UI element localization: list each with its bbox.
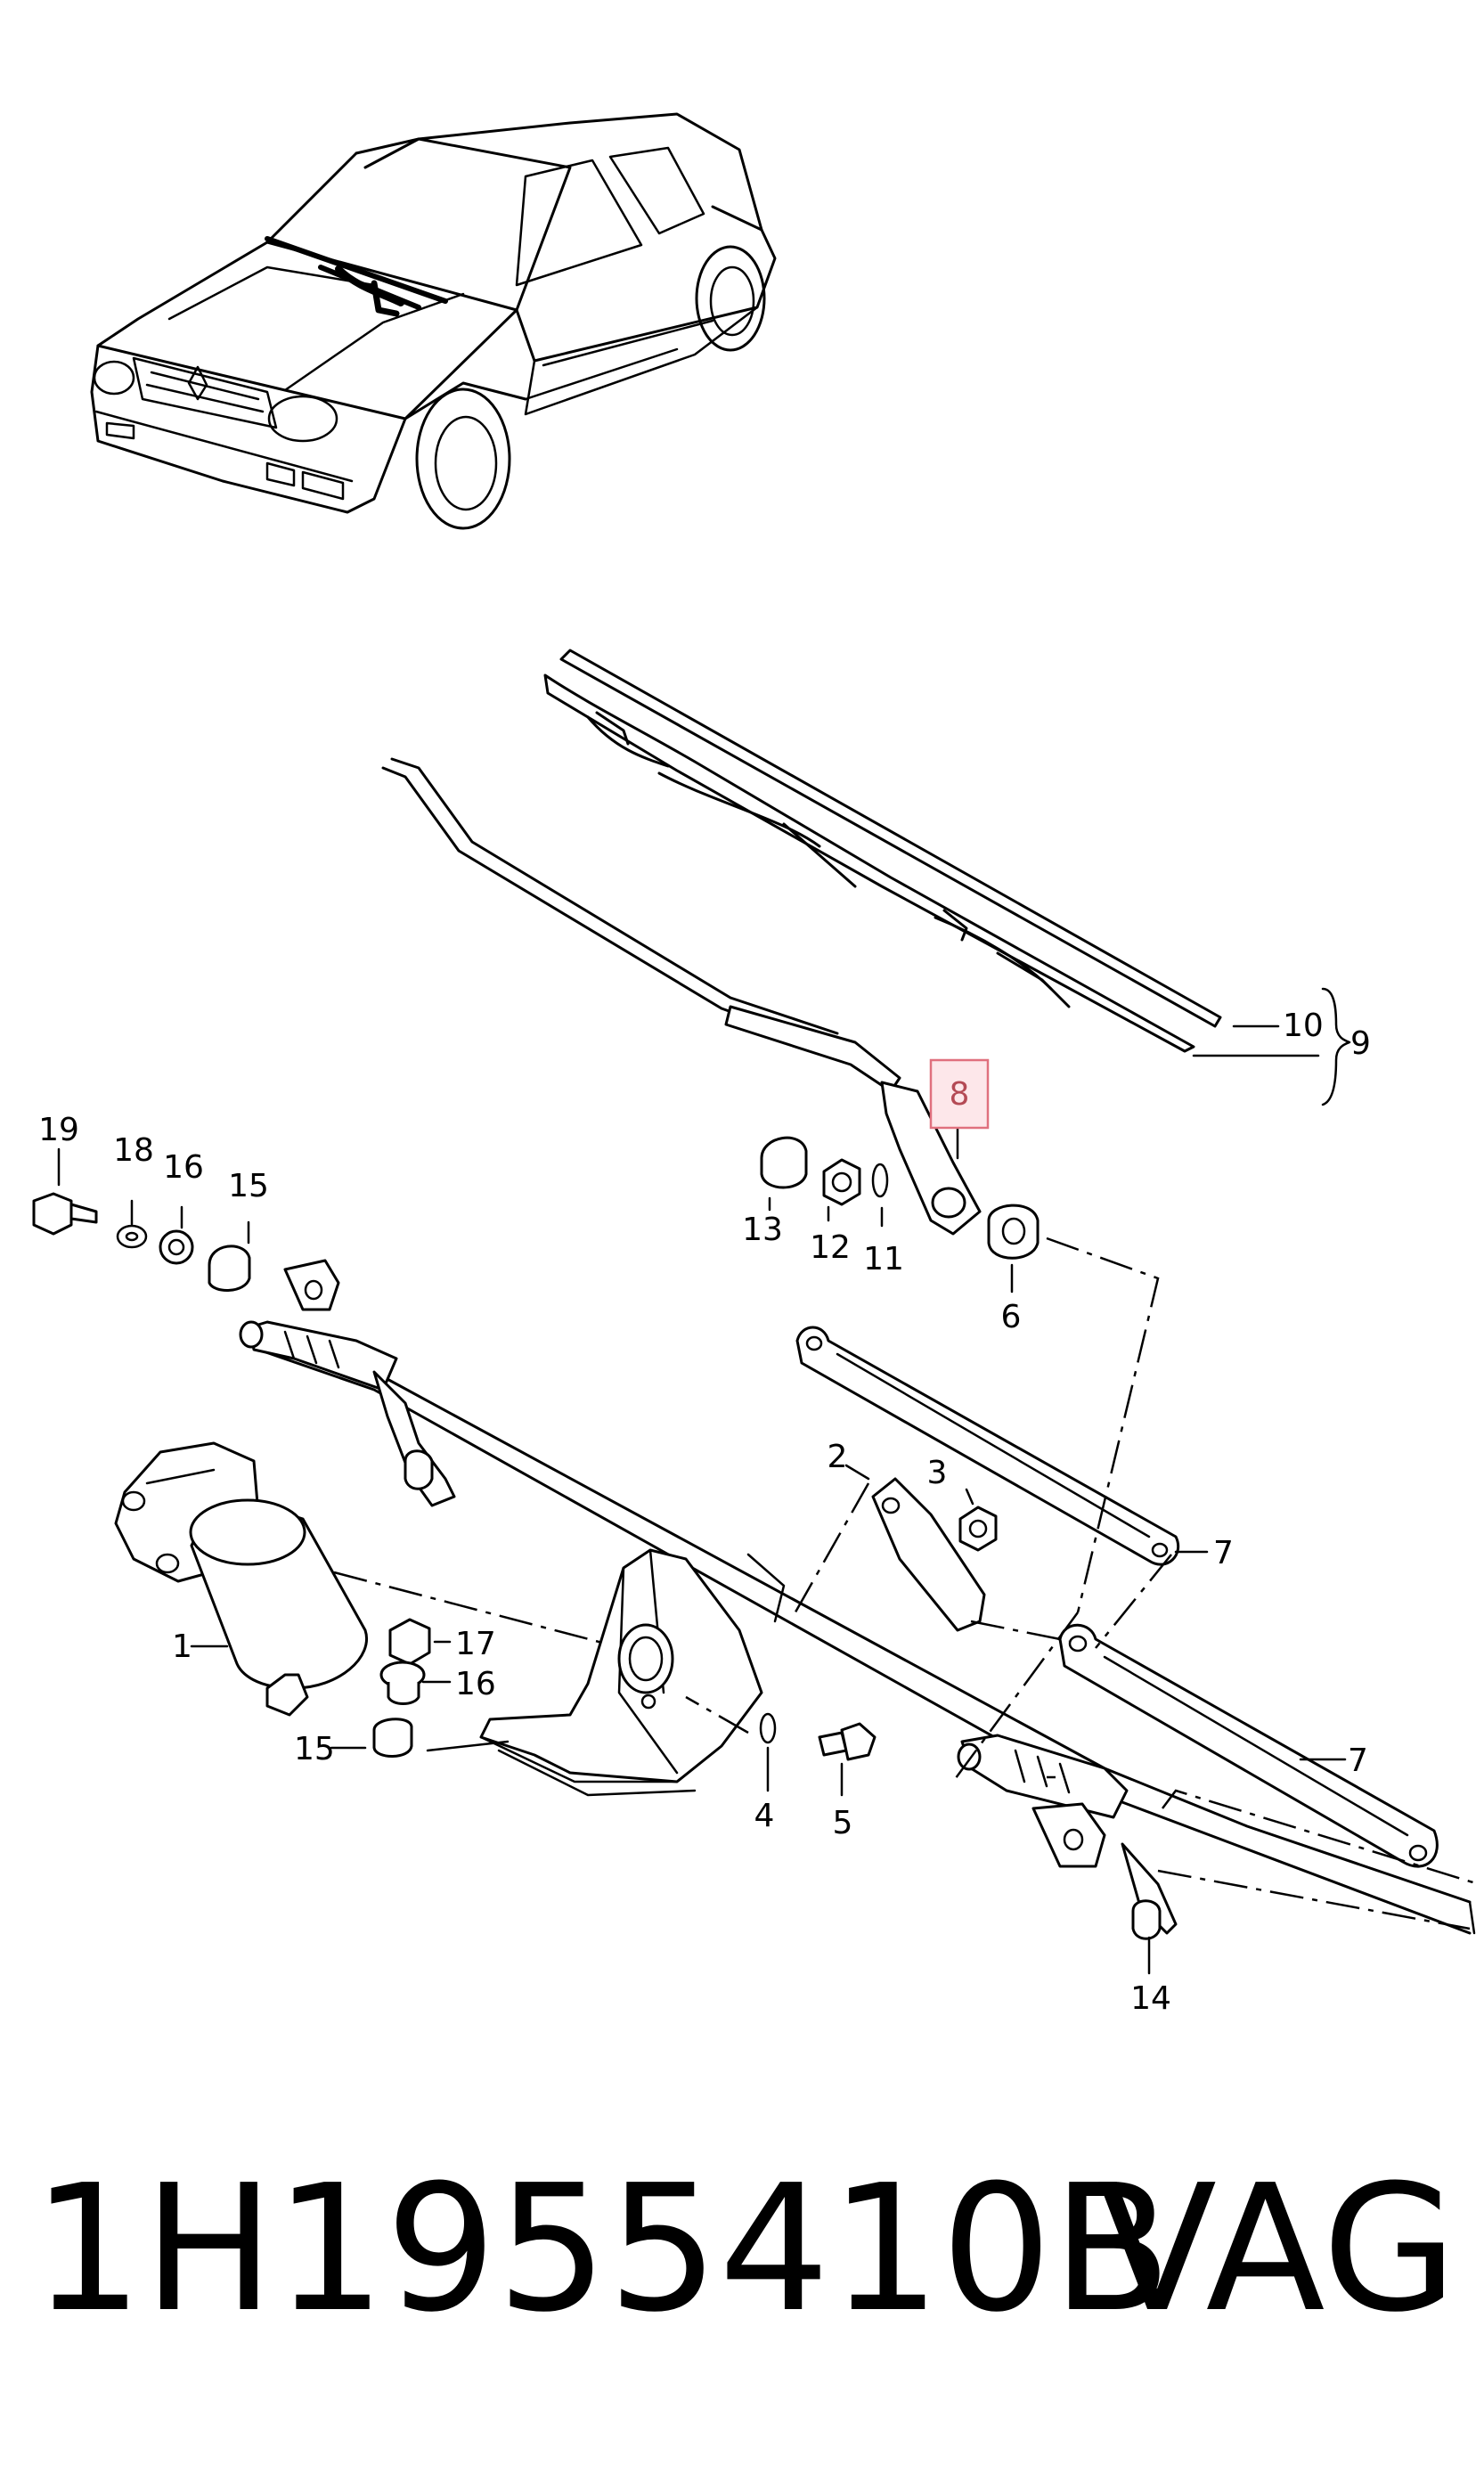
callout-13[interactable]: 13	[742, 1212, 783, 1248]
callout-15-lower[interactable]: 15	[294, 1731, 335, 1767]
callout-16-lower[interactable]: 16	[455, 1666, 496, 1702]
callout-6[interactable]: 6	[1001, 1299, 1022, 1335]
callout-leaders	[57, 987, 1351, 1975]
callout-7-lower[interactable]: 7	[1348, 1742, 1368, 1779]
highlight-box	[929, 1058, 990, 1130]
callout-9[interactable]: 9	[1350, 1025, 1371, 1062]
callout-5[interactable]: 5	[833, 1805, 853, 1841]
wiper-arm	[381, 757, 982, 1236]
callout-17[interactable]: 17	[455, 1626, 496, 1662]
part-number: 1H1955410B	[32, 2148, 1172, 2351]
callout-19[interactable]: 19	[38, 1112, 79, 1148]
left-fasteners	[32, 1192, 877, 1761]
linkage-rods	[795, 1326, 1439, 1868]
callout-1[interactable]: 1	[172, 1628, 192, 1665]
callout-2[interactable]: 2	[828, 1439, 848, 1475]
callout-labels: 8 10 9 19 18 16 15 13 12 11 6 2 3 7 7 1 …	[38, 1008, 1371, 2017]
small-fasteners	[760, 1136, 1040, 1260]
assembly-lines	[333, 1236, 1480, 1930]
wiper-frame	[239, 1259, 1476, 1940]
callout-8[interactable]: 8	[950, 1076, 970, 1113]
callout-14[interactable]: 14	[1130, 1980, 1171, 2017]
callout-7-upper[interactable]: 7	[1213, 1535, 1234, 1571]
callout-18[interactable]: 18	[113, 1132, 154, 1169]
car-illustration	[90, 112, 777, 530]
brand-label: VAG	[1097, 2148, 1458, 2351]
callout-10[interactable]: 10	[1283, 1008, 1324, 1044]
callout-3[interactable]: 3	[927, 1455, 948, 1491]
wiper-blade	[543, 649, 1222, 1053]
callout-11[interactable]: 11	[863, 1241, 904, 1277]
callout-15-upper[interactable]: 15	[228, 1168, 269, 1204]
wiper-motor	[114, 1441, 368, 1717]
callout-16-upper[interactable]: 16	[163, 1149, 204, 1186]
callout-4[interactable]: 4	[754, 1798, 775, 1834]
callout-12[interactable]: 12	[810, 1229, 851, 1266]
